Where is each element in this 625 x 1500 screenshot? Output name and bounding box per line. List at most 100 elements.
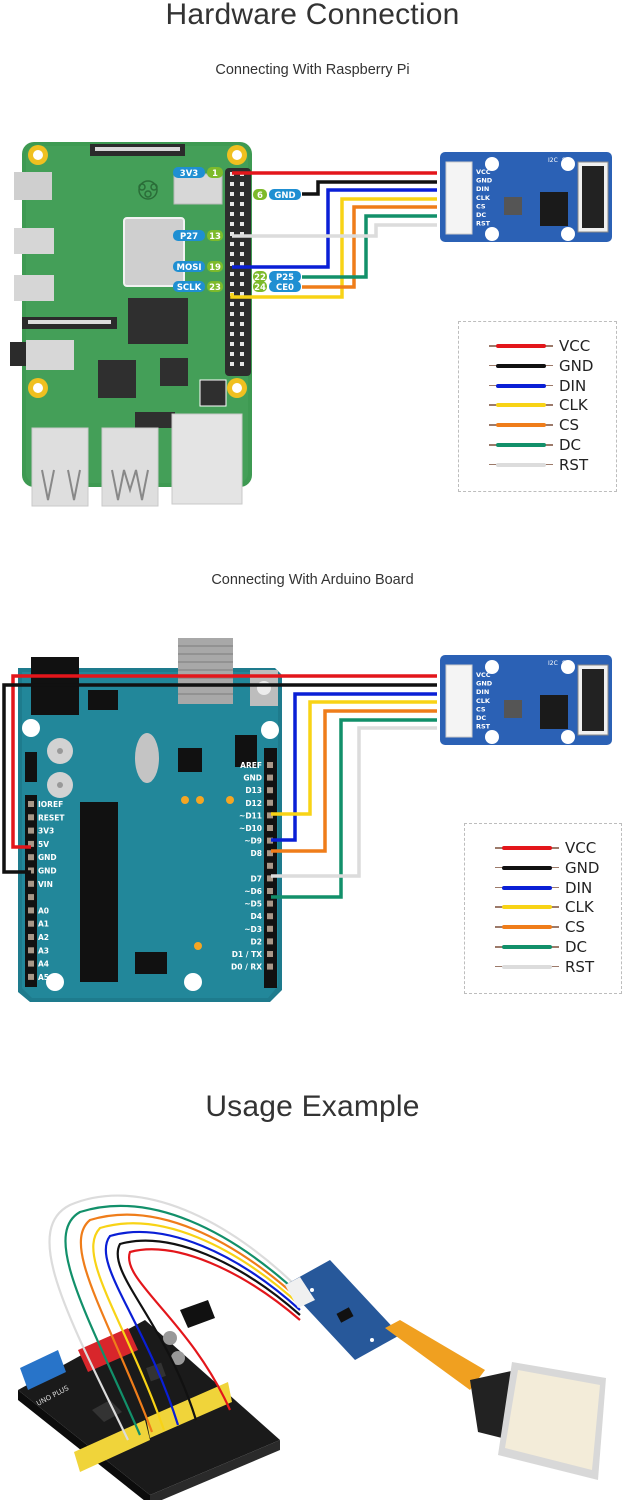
- gpio-pin: [230, 282, 234, 286]
- module-pin-gnd: GND: [476, 177, 493, 185]
- module-pin-vcc: VCC: [476, 168, 491, 176]
- jumper-cables: [48, 1194, 301, 1441]
- pin-tag-mosi: MOSI 19: [173, 261, 223, 273]
- header-pin: [28, 920, 34, 927]
- legend-item-gnd: GND: [465, 858, 621, 878]
- wire-cs: [302, 205, 437, 289]
- wire-swatch-rst: [502, 964, 552, 969]
- svg-text:23: 23: [209, 283, 221, 293]
- arduino-wires: [2, 674, 437, 899]
- svg-text:GND: GND: [274, 191, 295, 201]
- gpio-pin: [240, 322, 244, 326]
- left-pin-label: A0: [38, 906, 49, 915]
- gpio-pin: [240, 222, 244, 226]
- header-pin: [28, 854, 34, 861]
- switch-label-i2c: I2C: [548, 157, 558, 164]
- header-pin: [28, 907, 34, 914]
- svg-text:SCLK: SCLK: [177, 283, 202, 293]
- header-pin: [267, 762, 273, 768]
- gpio-header-pins: [230, 172, 244, 366]
- wire-gnd: [2, 683, 437, 874]
- left-pin-label: A2: [38, 933, 49, 942]
- svg-text:P25: P25: [276, 273, 294, 283]
- header-pin: [267, 888, 273, 894]
- header-pin: [28, 947, 34, 954]
- wire-swatch-clk: [496, 403, 546, 408]
- module-pin-vcc: VCC: [476, 671, 491, 679]
- right-pin-label: D13: [245, 786, 262, 795]
- raspberry-pi-board: [10, 142, 252, 507]
- arduino-right-header: AREFGNDD13D12~D11~D10~D9D8D7~D6~D5D4~D3D…: [231, 761, 273, 972]
- module-pin-cs: CS: [476, 705, 486, 713]
- left-pin-label: VIN: [38, 880, 53, 889]
- wire-din: [232, 188, 437, 269]
- gpio-pin: [240, 352, 244, 356]
- wire-swatch-dc: [496, 443, 546, 447]
- gpio-pin: [240, 332, 244, 336]
- module-pin-rst: RST: [476, 220, 491, 228]
- header-pin: [267, 900, 273, 907]
- wire-cs: [271, 709, 437, 853]
- legend-item-clk: CLK: [465, 897, 621, 917]
- right-pin-label: D12: [245, 799, 262, 808]
- gpio-pin: [240, 202, 244, 206]
- legend-label: DC: [565, 938, 588, 956]
- cable-dc: [64, 1204, 301, 1436]
- left-pin-label: 3V3: [38, 827, 54, 836]
- right-pin-label: D4: [251, 912, 262, 921]
- right-pin-label: ~D6: [244, 887, 262, 896]
- legend-label: CS: [565, 918, 585, 937]
- header-pin: [267, 837, 273, 844]
- header-pin: [267, 850, 273, 857]
- module-pin-clk: CLK: [476, 697, 491, 705]
- legend-label: GND: [559, 356, 594, 375]
- gpio-pin: [240, 192, 244, 196]
- right-pin-label: GND: [243, 774, 262, 783]
- switch-label-i2c: I2C: [548, 660, 558, 667]
- pin-tag-3v3: 3V3 1: [173, 167, 223, 179]
- right-pin-label: ~D10: [239, 824, 262, 833]
- gpio-pin: [240, 252, 244, 256]
- legend-item-clk: CLK: [459, 395, 616, 415]
- svg-text:24: 24: [254, 283, 266, 293]
- cable-gnd: [116, 1239, 301, 1421]
- module-pin-gnd: GND: [476, 680, 493, 688]
- wire-vcc: [11, 674, 437, 849]
- pin-tag-sclk: SCLK 23: [173, 281, 223, 293]
- gpio-pin: [240, 212, 244, 216]
- header-pin: [267, 825, 273, 831]
- cable-cs: [79, 1213, 301, 1433]
- wire-swatch-din: [496, 383, 546, 388]
- gpio-pin: [240, 312, 244, 316]
- header-pin: [28, 827, 34, 834]
- wire-rst: [232, 223, 437, 238]
- svg-text:6: 6: [257, 191, 263, 201]
- left-pin-label: GND: [38, 853, 57, 862]
- wire-swatch-rst: [496, 462, 546, 467]
- gpio-pin: [230, 222, 234, 226]
- cable-clk: [92, 1222, 301, 1431]
- wire-gnd: [302, 180, 437, 196]
- legend-item-cs: CS: [459, 415, 616, 435]
- header-pin: [28, 840, 34, 847]
- gpio-pin: [240, 302, 244, 306]
- wire-swatch-vcc: [496, 344, 546, 348]
- svg-text:22: 22: [254, 273, 266, 283]
- gpio-pin: [240, 292, 244, 296]
- right-pin-label: AREF: [240, 761, 262, 770]
- legend-item-vcc: VCC: [465, 838, 621, 858]
- wire-swatch-vcc: [502, 846, 552, 850]
- arduino-subtitle: Connecting With Arduino Board: [211, 572, 414, 588]
- gpio-pin: [230, 302, 234, 306]
- switch-label-spi: SPI: [562, 157, 571, 164]
- header-pin: [267, 875, 273, 882]
- left-pin-label: A4: [38, 960, 49, 969]
- header-pin: [28, 973, 34, 980]
- gpio-pin: [230, 262, 234, 266]
- header-pin: [267, 799, 273, 806]
- gpio-pin: [240, 362, 244, 366]
